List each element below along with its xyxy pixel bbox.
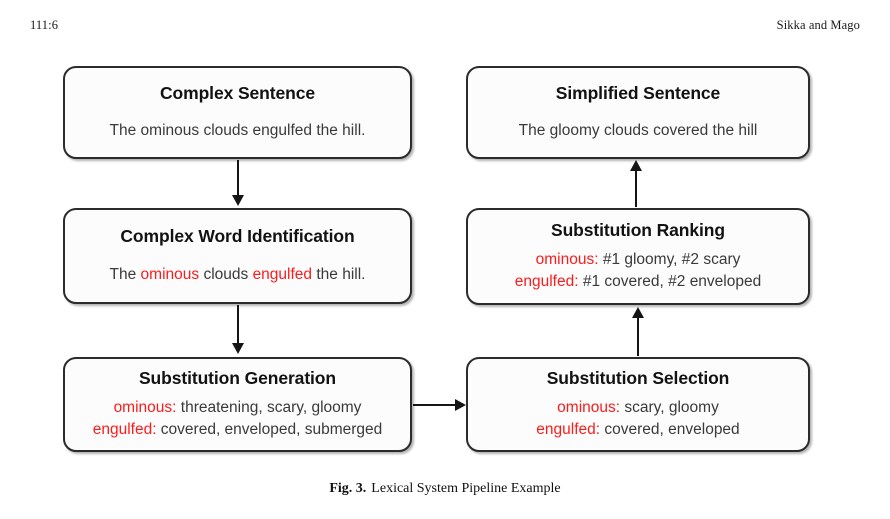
keyword-engulfed: engulfed [252,265,313,283]
node-simplified-sentence: Simplified Sentence The gloomy clouds co… [466,66,810,159]
row-1-value: #1 gloomy, #2 scary [598,250,741,268]
arrow-head-down-icon [232,195,244,206]
node-substitution-ranking-row-2: engulfed: #1 covered, #2 enveloped [515,271,761,293]
keyword-engulfed: engulfed: [92,420,157,438]
running-head-page-number: 111:6 [30,18,59,32]
node-substitution-generation-row-2: engulfed: covered, enveloped, submerged [93,419,383,441]
keyword-engulfed: engulfed: [536,420,601,438]
figure-caption: Fig. 3. Lexical System Pipeline Example [0,481,890,497]
text-post: the hill. [312,265,366,283]
node-substitution-generation-title: Substitution Generation [138,368,336,389]
node-substitution-ranking-row-1: ominous: #1 gloomy, #2 scary [536,249,741,271]
node-substitution-selection-row-2: engulfed: covered, enveloped [536,419,739,441]
node-substitution-selection: Substitution Selection ominous: scary, g… [466,357,810,452]
node-substitution-selection-title: Substitution Selection [546,368,730,389]
node-substitution-ranking-title: Substitution Ranking [551,220,725,241]
arrow-substitution-generation-to-substitution-selection [413,398,466,412]
figure-caption-label: Fig. 3. [329,481,367,496]
node-complex-word-identification-body: The ominous clouds engulfed the hill. [110,264,366,286]
arrow-complex-sentence-to-cwi [231,160,245,206]
node-substitution-generation-row-1: ominous: threatening, scary, gloomy [114,397,362,419]
keyword-ominous: ominous [140,265,200,283]
node-substitution-selection-row-1: ominous: scary, gloomy [557,397,719,419]
row-1-value: scary, gloomy [620,398,719,416]
node-complex-sentence-body: The ominous clouds engulfed the hill. [109,122,366,140]
node-simplified-sentence-title: Simplified Sentence [555,82,721,103]
node-simplified-sentence-body: The gloomy clouds covered the hill [518,122,758,140]
arrow-head-up-icon [632,307,644,318]
arrow-shaft [635,169,637,207]
keyword-ominous: ominous: [113,398,177,416]
arrow-shaft [237,305,239,345]
arrow-substitution-selection-to-substitution-ranking [631,307,645,356]
node-complex-word-identification-title: Complex Word Identification [120,226,355,247]
arrow-head-up-icon [630,160,642,171]
row-2-value: covered, enveloped [600,420,740,438]
row-2-value: #1 covered, #2 enveloped [578,272,762,290]
node-substitution-ranking: Substitution Ranking ominous: #1 gloomy,… [466,208,810,305]
arrow-head-down-icon [232,343,244,354]
arrow-substitution-ranking-to-simplified-sentence [629,160,643,207]
arrow-shaft [237,160,239,197]
text-pre: The [109,265,141,283]
figure-caption-text: Lexical System Pipeline Example [371,481,561,496]
node-complex-sentence: Complex Sentence The ominous clouds engu… [63,66,412,159]
arrow-cwi-to-substitution-generation [231,305,245,354]
node-complex-word-identification: Complex Word Identification The ominous … [63,208,412,304]
row-1-value: threatening, scary, gloomy [176,398,362,416]
row-2-value: covered, enveloped, submerged [156,420,383,438]
keyword-engulfed: engulfed: [514,272,579,290]
keyword-ominous: ominous: [535,250,599,268]
node-substitution-generation: Substitution Generation ominous: threate… [63,357,412,452]
arrow-shaft [413,404,457,406]
keyword-ominous: ominous: [557,398,621,416]
arrow-head-right-icon [455,399,466,411]
running-head-authors: Sikka and Mago [776,18,860,32]
text-mid: clouds [199,265,253,283]
arrow-shaft [637,316,639,356]
node-complex-sentence-title: Complex Sentence [160,82,315,103]
